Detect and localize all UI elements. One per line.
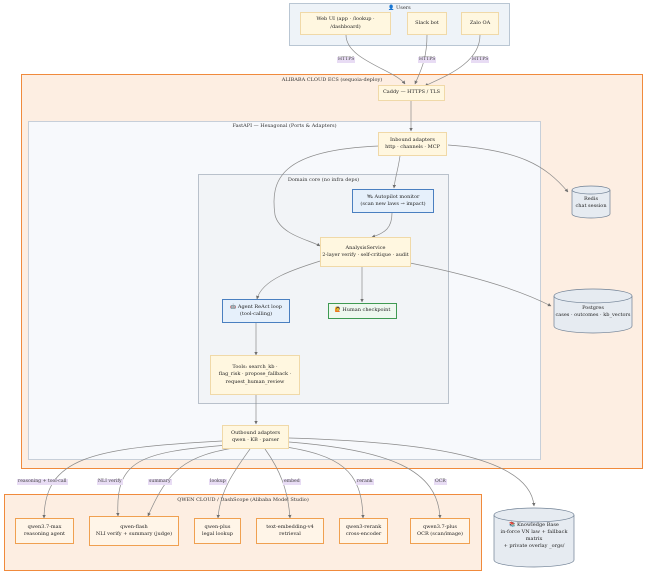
edge-slack-caddy <box>414 34 428 85</box>
web-ui-node: Web UI (app · /lookup · /dashboard) <box>300 12 391 35</box>
flash-subtitle: NLI verify + summary (judge) <box>95 531 173 537</box>
outbound-title: Outbound adapters <box>230 429 281 436</box>
kb-line3: + private overlay _orgs/ <box>503 543 565 549</box>
postgres-title: Postgres <box>582 305 604 311</box>
inbound-title: Inbound adapters <box>390 136 435 143</box>
fastapi-cluster-title: FastAPI — Hexagonal (Ports & Adapters) <box>232 123 337 129</box>
autopilot-monitor-node: 🛰 Autopilot monitor (scan new laws → imp… <box>352 189 434 213</box>
edge-label-embed: embed <box>283 479 301 485</box>
redis-store: Redis chat session <box>572 196 610 210</box>
qwen3-rerank-node: qwen3-rerank cross-encoder <box>339 518 388 544</box>
caddy-label: Caddy — HTTPS / TLS <box>382 89 441 96</box>
edge-zalo-caddy <box>424 34 481 87</box>
edge-label-nli-verify: NLI verify <box>97 479 123 485</box>
edge-inbound-redis <box>447 144 569 193</box>
kb-cylinder-shape <box>493 507 575 568</box>
redis-subtitle: chat session <box>575 203 607 209</box>
postgres-cylinder-shape <box>553 288 633 334</box>
edge-outbound-flash-nli <box>116 444 229 517</box>
redis-title: Redis <box>583 196 599 202</box>
redis-cylinder-shape <box>571 185 611 219</box>
alibaba-cluster-title: ALIBABA CLOUD ECS (sequoia-deploy) <box>281 77 383 83</box>
edge-outbound-ocr <box>288 441 442 519</box>
domain-cluster-title: Domain core (no infra deps) <box>287 177 360 183</box>
edge-label-https-web: HTTPS <box>337 57 356 63</box>
analysis-subtitle: 2-layer verify · self-critique · audit <box>322 252 409 258</box>
kb-title: 📚 Knowledge Base <box>509 522 559 528</box>
agent-title: 🤖 Agent ReAct loop <box>230 303 282 310</box>
qwen37-max-node: qwen3.7-max reasoning agent <box>15 518 74 544</box>
tools-line2: flag_risk · propose_fallback · <box>218 371 292 378</box>
edge-label-lookup: lookup <box>209 479 227 485</box>
qwen-vl-ocr-node: qwen3.7-plus OCR (scan/image) <box>410 518 470 544</box>
kb-line2: in-force VN law + fallback matrix <box>500 529 568 542</box>
outbound-adapters-node: Outbound adapters qwen · KB · parser <box>222 425 289 449</box>
human-label: 🙋 Human checkpoint <box>334 307 391 314</box>
edge-outbound-kb <box>288 437 536 507</box>
slack-bot-node: Slack bot <box>407 12 447 35</box>
text-embedding-node: text-embedding-v4 retrieval <box>256 518 324 544</box>
tools-node: Tools: search_kb · flag_risk · propose_f… <box>210 355 300 395</box>
agent-react-loop-node: 🤖 Agent ReAct loop (tool-calling) <box>222 299 290 323</box>
tools-line1: Tools: search_kb · <box>232 364 278 371</box>
edge-outbound-embed <box>264 448 292 519</box>
vl-subtitle: OCR (scan/image) <box>417 531 463 537</box>
slack-bot-label: Slack bot <box>415 19 439 26</box>
tools-line3: request_human_review <box>225 378 285 385</box>
qwen-cluster-title: QWEN CLOUD / DashScope (Alibaba Model St… <box>177 497 309 503</box>
postgres-subtitle: cases · outcomes · kb_vectors <box>555 312 631 318</box>
plus-title: qwen-plus <box>204 523 231 530</box>
edge-label-https-slack: HTTPS <box>418 57 437 63</box>
plus-subtitle: legal lookup <box>202 531 233 537</box>
rerank-subtitle: cross-encoder <box>345 531 382 537</box>
edge-inbound-analysis <box>273 145 380 247</box>
zalo-oa-label: Zalo OA <box>469 19 491 26</box>
edge-analysis-agent <box>256 257 331 300</box>
postgres-store: Postgres cases · outcomes · kb_vectors <box>554 305 632 319</box>
outbound-subtitle: qwen · KB · parser <box>231 437 280 443</box>
edge-label-rerank: rerank <box>356 479 374 485</box>
human-checkpoint-node: 🙋 Human checkpoint <box>328 303 397 319</box>
embed-title: text-embedding-v4 <box>266 523 314 530</box>
flash-title: qwen-flash <box>120 523 148 530</box>
qwen-cloud-cluster: QWEN CLOUD / DashScope (Alibaba Model St… <box>4 494 482 571</box>
users-cluster-title: 👤 Users <box>388 5 411 11</box>
edge-autopilot-analysis <box>371 212 393 238</box>
edge-label-https-zalo: HTTPS <box>471 57 490 63</box>
agent-subtitle: (tool-calling) <box>239 311 273 317</box>
edge-label-ocr: OCR <box>434 479 447 485</box>
inbound-subtitle: http · channels · MCP <box>385 144 440 150</box>
edge-inbound-autopilot <box>392 155 401 189</box>
edge-webui-caddy <box>345 34 406 85</box>
edge-label-reasoning: reasoning + tool-call <box>17 479 68 485</box>
analysis-title: AnalysisService <box>345 244 386 251</box>
qwen-plus-node: qwen-plus legal lookup <box>194 518 241 544</box>
knowledge-base-store: 📚 Knowledge Base in-force VN law + fallb… <box>494 522 574 550</box>
edge-label-summary: summary <box>148 479 172 485</box>
inbound-adapters-node: Inbound adapters http · channels · MCP <box>378 132 447 156</box>
qwen-flash-node: qwen-flash NLI verify + summary (judge) <box>89 516 179 546</box>
edge-outbound-qwen37 <box>42 440 223 519</box>
edge-analysis-postgres <box>409 262 552 307</box>
analysis-service-node: AnalysisService 2-layer verify · self-cr… <box>320 237 411 267</box>
rerank-title: qwen3-rerank <box>345 523 382 530</box>
vl-title: qwen3.7-plus <box>423 523 457 530</box>
qwen37-subtitle: reasoning agent <box>23 531 66 537</box>
caddy-node: Caddy — HTTPS / TLS <box>378 85 445 101</box>
embed-subtitle: retrieval <box>279 531 301 537</box>
edge-outbound-plus <box>216 448 251 519</box>
web-ui-label: Web UI (app · /lookup · /dashboard) <box>316 16 375 30</box>
qwen37-title: qwen3.7-max <box>27 523 62 530</box>
edge-outbound-rerank <box>279 445 365 519</box>
autopilot-title: 🛰 Autopilot monitor <box>366 193 420 200</box>
edge-outbound-flash-summary <box>147 446 241 517</box>
autopilot-subtitle: (scan new laws → impact) <box>360 201 426 207</box>
zalo-oa-node: Zalo OA <box>461 12 499 35</box>
